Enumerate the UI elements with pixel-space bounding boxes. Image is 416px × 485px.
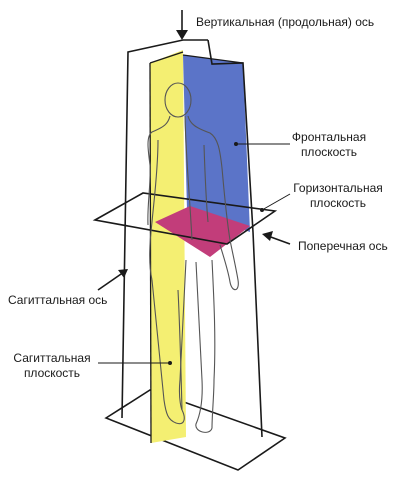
vertical-axis-label: Вертикальная (продольная) ось (196, 15, 375, 29)
frontal-plane-label-line1: Фронтальная (291, 130, 367, 144)
human-figure (147, 82, 239, 433)
frontal-plane-label-line2: плоскость (300, 145, 358, 159)
horizontal-plane-label-line1: Горизонтальная (293, 181, 383, 195)
frontal-plane-label: Фронтальная плоскость (290, 130, 368, 160)
sagittal-plane (150, 50, 186, 443)
horizontal-plane-outline (92, 192, 278, 245)
frame-inner-edge (149, 62, 152, 444)
transverse-axis-line (267, 235, 291, 245)
horizontal-plane-label: Горизонтальная плоскость (290, 181, 386, 211)
horizontal-leader-dot (260, 208, 264, 212)
frontal-plane (183, 55, 250, 232)
transverse-axis-label: Поперечная ось (298, 239, 388, 253)
frontal-top-edge (182, 54, 244, 64)
vertical-axis-arrowhead (176, 30, 188, 40)
vertical-frame-left (121, 39, 184, 419)
sagittal-plane-label-line1: Сагиттальная (13, 351, 91, 365)
sagittal-top-edge (149, 51, 184, 64)
horizontal-plane-label-line2: плоскость (309, 196, 367, 210)
frontal-leader-dot (234, 142, 238, 146)
transverse-axis-arrowhead (262, 231, 273, 241)
sagittal-axis-label: Сагиттальная ось (8, 293, 108, 307)
sagittal-plane-label-line2: плоскость (23, 366, 81, 380)
horizontal-leader (261, 193, 291, 211)
sagittal-axis-arrowhead (118, 269, 128, 278)
floor-plane (104, 389, 287, 471)
sagittal-plane-leader-dot (168, 361, 172, 365)
sagittal-plane-label: Сагиттальная плоскость (8, 351, 96, 381)
sagittal-axis-line (97, 271, 125, 291)
